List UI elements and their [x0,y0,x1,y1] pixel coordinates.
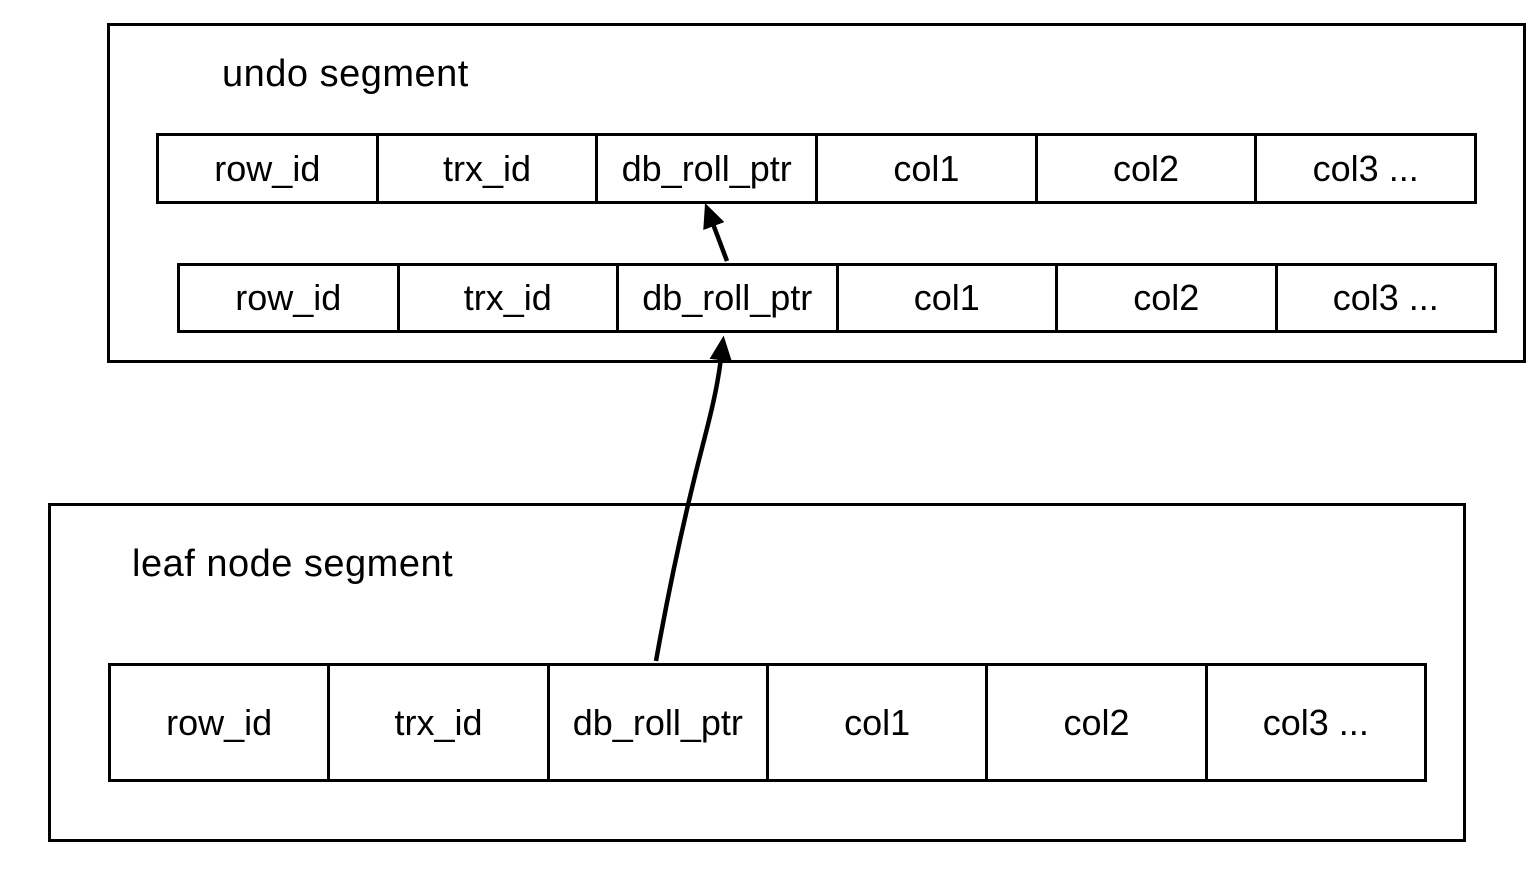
cell-db-roll-ptr: db_roll_ptr [550,666,769,779]
cell-col2: col2 [1058,266,1278,330]
cell-row-id: row_id [180,266,400,330]
cell-col2: col2 [1038,136,1258,201]
cell-col1: col1 [769,666,989,779]
leaf-node-segment-box: leaf node segment row_id trx_id db_roll_… [48,503,1466,842]
undo-record-row-2: row_id trx_id db_roll_ptr col1 col2 col3… [177,263,1497,333]
undo-segment-box: undo segment row_id trx_id db_roll_ptr c… [107,23,1526,363]
cell-row-id: row_id [159,136,379,201]
leaf-node-segment-title: leaf node segment [132,543,454,585]
cell-db-roll-ptr: db_roll_ptr [619,266,839,330]
cell-col1: col1 [818,136,1038,201]
undo-segment-title: undo segment [222,53,469,95]
cell-col3: col3 ... [1262,701,1369,743]
undo-record-row-1: row_id trx_id db_roll_ptr col1 col2 col3… [156,133,1477,204]
cell-col1: col1 [839,266,1058,330]
cell-col2: col2 [988,666,1208,779]
cell-db-roll-ptr: db_roll_ptr [598,136,819,201]
cell-col3: col3 ... [1332,277,1439,318]
cell-trx-id: trx_id [400,266,619,330]
cell-trx-id: trx_id [379,136,599,201]
cell-trx-id: trx_id [330,666,550,779]
cell-row-id: row_id [111,666,331,779]
cell-col3: col3 ... [1312,147,1419,189]
leaf-record-row: row_id trx_id db_roll_ptr col1 col2 col3… [108,663,1427,782]
